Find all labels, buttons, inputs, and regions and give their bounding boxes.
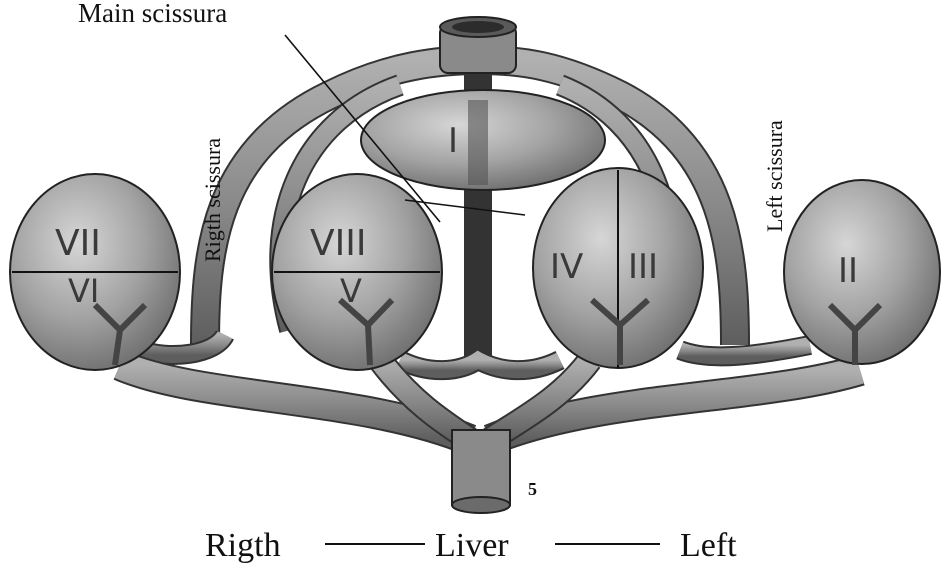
portal-trunk — [452, 430, 510, 513]
right-scissura-label: Rigth scissura — [200, 138, 225, 262]
segment-ii-label: II — [838, 251, 858, 291]
caption-right: Rigth — [205, 527, 281, 564]
orientation-caption: Rigth Liver Left — [205, 527, 737, 564]
segment-ii — [784, 180, 940, 364]
segment-vi-label: VI — [68, 272, 99, 310]
vein-marker-label: 5 — [528, 479, 537, 499]
inferior-vena-cava-top — [440, 17, 516, 73]
main-scissura-label: Main scissura — [78, 0, 227, 28]
segment-iii-label: III — [628, 247, 658, 287]
segment-iv-label: IV — [550, 247, 583, 287]
left-scissura-label: Left scissura — [762, 120, 787, 232]
segment-viii-label: VIII — [310, 223, 366, 264]
caption-left: Left — [680, 527, 737, 564]
caption-liver: Liver — [435, 527, 509, 564]
segment-i-label: I — [448, 121, 458, 161]
segment-vii-label: VII — [55, 223, 101, 264]
